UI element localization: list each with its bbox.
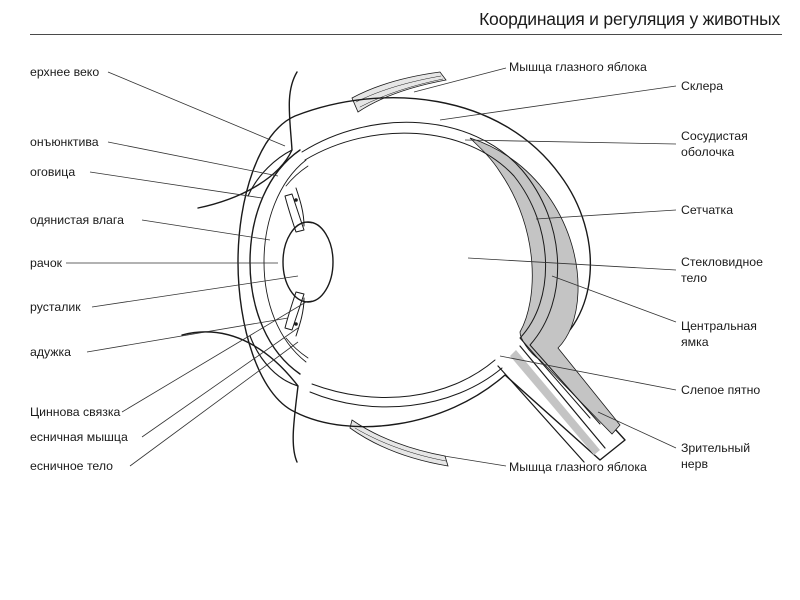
leader-ciliary-muscle: [141, 327, 299, 438]
leader-cornea: [89, 171, 263, 199]
label-fovea-line2: ямка: [681, 335, 709, 349]
label-fovea-line1: Центральная: [681, 319, 757, 333]
header-rule: [30, 34, 782, 35]
sclera: [237, 97, 626, 461]
label-iris: адужка: [30, 345, 71, 359]
leader-muscle-top: [413, 67, 507, 93]
label-choroid-line2: оболочка: [681, 145, 734, 159]
leader-aqueous-humor: [141, 219, 271, 241]
iris-upper: [284, 193, 305, 233]
label-cornea: оговица: [30, 165, 75, 179]
label-optic-nerve: Зрительный нерв: [681, 441, 754, 471]
label-lens: русталик: [30, 300, 81, 314]
label-muscle-bottom: Мышца глазного яблока: [509, 460, 647, 474]
leader-sclera: [439, 85, 677, 121]
ciliary-body: [285, 165, 309, 359]
leader-upper-eyelid: [107, 71, 286, 147]
label-fovea: Центральная ямка: [681, 319, 760, 349]
label-aqueous-humor: одянистая влага: [30, 213, 124, 227]
leader-retina: [535, 209, 677, 220]
leader-zonule: [121, 301, 307, 413]
leader-muscle-bottom: [443, 455, 507, 467]
leader-lens: [91, 275, 299, 308]
leader-vitreous: [467, 257, 677, 271]
label-choroid: Сосудистая оболочка: [681, 129, 751, 159]
lower-eyelid: [181, 331, 299, 463]
leader-blind-spot: [499, 355, 677, 391]
leader-iris: [86, 317, 289, 353]
choroid: [469, 137, 621, 435]
leader-fovea: [551, 275, 677, 323]
label-sclera: Склера: [681, 79, 723, 93]
label-optic-nerve-line2: нерв: [681, 457, 708, 471]
leader-conjunctiva: [107, 141, 279, 177]
leader-choroid: [464, 139, 677, 145]
upper-eyelid-rim: [247, 149, 293, 197]
label-pupil: рачок: [30, 256, 63, 270]
label-retina: Сетчатка: [681, 203, 733, 217]
lens: [282, 221, 334, 303]
eye-muscle-top: [351, 71, 447, 113]
header-title: Координация и регуляция у животных: [479, 9, 780, 29]
suspensory-ligament: [303, 221, 313, 303]
label-ciliary-muscle: есничная мышца: [30, 430, 128, 444]
label-vitreous-line1: Стекловидное: [681, 255, 763, 269]
label-zonule: Циннова связка: [30, 405, 121, 419]
label-ciliary-body: есничное тело: [30, 459, 113, 473]
iris-lower: [284, 291, 305, 331]
retina: [301, 121, 601, 425]
lower-eyelid-rim: [249, 335, 299, 387]
label-blind-spot: Слепое пятно: [681, 383, 760, 397]
label-vitreous-line2: тело: [681, 271, 707, 285]
label-conjunctiva: онъюнктива: [30, 135, 99, 149]
label-upper-eyelid: ерхнее веко: [30, 65, 99, 79]
label-choroid-line1: Сосудистая: [681, 129, 748, 143]
label-muscle-top: Мышца глазного яблока: [509, 60, 647, 74]
leader-ciliary-body: [129, 341, 299, 467]
leader-optic-nerve: [597, 411, 677, 449]
inner-wall: [304, 132, 591, 419]
label-vitreous: Стекловидное тело: [681, 255, 766, 285]
label-optic-nerve-line1: Зрительный: [681, 441, 750, 455]
eye-muscle-bottom: [349, 419, 449, 467]
